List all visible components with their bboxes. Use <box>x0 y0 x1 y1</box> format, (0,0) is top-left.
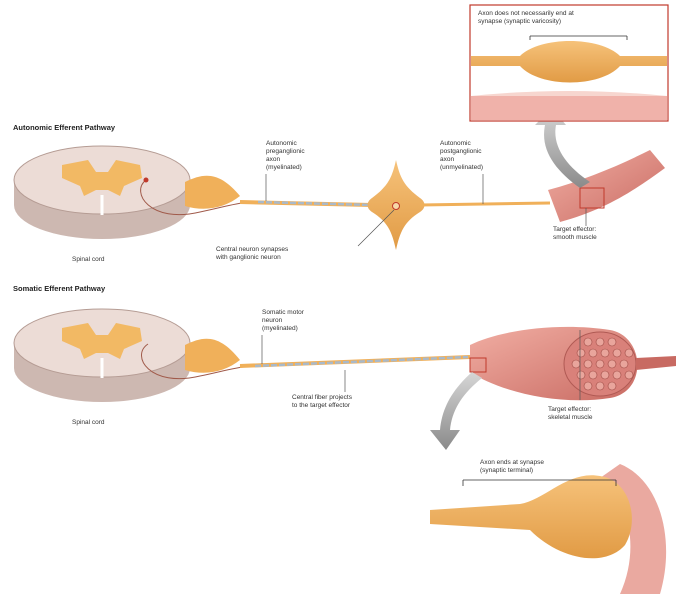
inset-varicosity-label: Axon does not necessarily end at synapse… <box>478 10 574 26</box>
muscle-fiber <box>577 349 585 357</box>
muscle-fiber <box>572 360 580 368</box>
muscle-fiber <box>596 360 604 368</box>
zoom-arrow-bottom <box>430 372 482 450</box>
muscle-fiber <box>625 371 633 379</box>
muscle-fiber <box>608 338 616 346</box>
postganglionic-axon-label: Autonomic postganglionic axon (unmyelina… <box>440 140 483 172</box>
preganglionic-axon-label: Autonomic preganglionic axon (myelinated… <box>266 140 305 172</box>
spinal-cord-bottom <box>14 309 190 402</box>
spinal-cord-label-bottom: Spinal cord <box>72 419 105 427</box>
target-skeletal-muscle-label: Target effector: skeletal muscle <box>548 406 592 422</box>
somatic-pathway-title: Somatic Efferent Pathway <box>13 284 105 293</box>
muscle-fiber <box>601 349 609 357</box>
muscle-fiber <box>613 371 621 379</box>
somatic-motor-neuron-label: Somatic motor neuron (myelinated) <box>262 309 304 333</box>
muscle-fiber <box>608 382 616 390</box>
muscle-fiber <box>584 360 592 368</box>
muscle-fiber <box>608 360 616 368</box>
muscle-fiber <box>589 371 597 379</box>
spinal-cord-top <box>14 146 190 239</box>
somatic-motor-axon <box>240 357 470 366</box>
muscle-fiber <box>601 371 609 379</box>
inset-terminal <box>430 464 666 594</box>
muscle-fiber <box>584 382 592 390</box>
muscle-fiber <box>589 349 597 357</box>
preganglionic-axon <box>240 202 372 205</box>
muscle-fiber <box>577 371 585 379</box>
muscle-fiber <box>596 338 604 346</box>
ventral-root-top <box>185 176 240 209</box>
inset-terminal-label: Axon ends at synapse (synaptic terminal) <box>480 459 544 475</box>
ventral-root-bottom <box>185 339 240 373</box>
autonomic-pathway-title: Autonomic Efferent Pathway <box>13 123 115 132</box>
postganglionic-axon <box>420 203 550 205</box>
target-smooth-muscle-label: Target effector: smooth muscle <box>553 226 597 242</box>
central-synapse-label: Central neuron synapses with ganglionic … <box>216 246 288 262</box>
muscle-fiber <box>584 338 592 346</box>
central-fiber-label: Central fiber projects to the target eff… <box>292 394 352 410</box>
spinal-cord-label-top: Spinal cord <box>72 256 105 264</box>
muscle-fiber <box>613 349 621 357</box>
muscle-fiber <box>620 360 628 368</box>
muscle-fiber <box>625 349 633 357</box>
muscle-fiber <box>596 382 604 390</box>
